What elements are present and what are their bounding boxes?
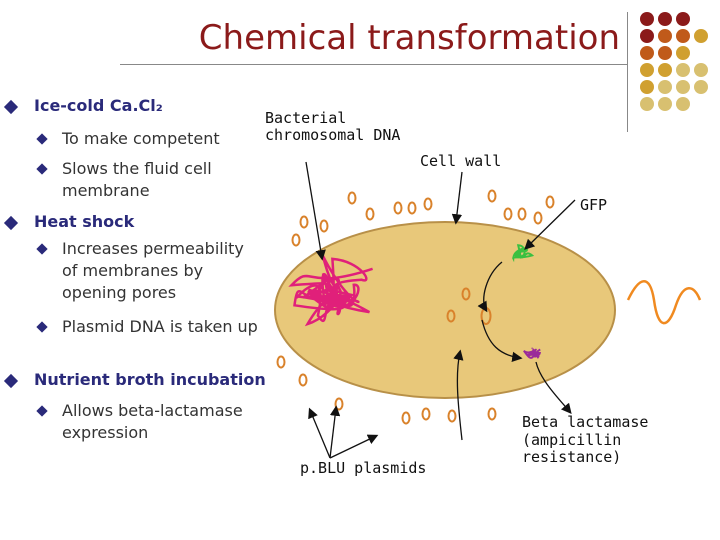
decorative-dot <box>694 29 708 43</box>
sub-bullet-text: To make competent <box>62 129 220 148</box>
decorative-dot <box>676 97 690 111</box>
decorative-dot <box>640 80 654 94</box>
title-vertical-divider <box>627 12 628 132</box>
plasmid-ring <box>291 233 301 247</box>
decorative-dot <box>676 80 690 94</box>
plasmid-ring <box>533 211 543 225</box>
plasmid-ring <box>421 407 431 421</box>
decorative-dot <box>658 46 672 60</box>
plasmid-ring <box>503 207 513 221</box>
decorative-dot <box>658 12 672 26</box>
protein-strand-icon <box>626 280 702 325</box>
decorative-dot <box>658 97 672 111</box>
plasmid-ring <box>319 219 329 233</box>
plasmid-ring <box>487 407 497 421</box>
plasmid-ring <box>423 197 433 211</box>
arrow-to-chromosome <box>305 161 326 261</box>
plasmid-ring <box>545 195 555 209</box>
label-chromosomal-dna: Bacterial chromosomal DNA <box>265 109 401 144</box>
decorative-dot <box>640 63 654 77</box>
decorative-dot <box>694 80 708 94</box>
label-ampicillin-resistance: (ampicillin resistance) <box>522 431 622 466</box>
arrow-to-beta-lactamase-label <box>535 361 572 414</box>
arrow-to-gfp <box>524 199 576 250</box>
arrow-plasmids-3 <box>329 434 379 459</box>
chromosomal-dna-tangle <box>288 255 373 327</box>
plasmid-ring <box>298 373 308 387</box>
decorative-dot <box>676 46 690 60</box>
arrow-plasmids-2 <box>329 405 341 459</box>
bullet-text: Nutrient broth incubation <box>34 370 266 389</box>
arrow-plasmid-entry <box>453 349 464 441</box>
beta-lactamase-protein-icon <box>523 347 541 359</box>
decorative-dot <box>658 80 672 94</box>
plasmid-ring <box>447 409 457 423</box>
sub-bullet-text: Plasmid DNA is taken up <box>62 317 258 336</box>
plasmid-ring <box>517 207 527 221</box>
decorative-dot <box>676 63 690 77</box>
decorative-dot <box>694 63 708 77</box>
gfp-protein-icon <box>512 244 535 263</box>
bullet-text: Ice-cold Ca.Cl₂ <box>34 96 163 115</box>
label-beta-lactamase: Beta lactamase <box>522 413 649 431</box>
title-divider <box>120 64 628 65</box>
arrow-plasmids-1 <box>308 407 331 459</box>
label-gfp: GFP <box>580 196 608 214</box>
page-title: Chemical transformation <box>198 18 620 58</box>
plasmid-ring <box>393 201 403 215</box>
decorative-dot <box>640 46 654 60</box>
plasmid-ring <box>347 191 357 205</box>
decorative-dot <box>640 12 654 26</box>
sub-bullet-text: Slows the fluid cell membrane <box>62 159 212 200</box>
arrow-plasmid-to-bla <box>481 319 523 362</box>
bullet-text: Heat shock <box>34 212 135 231</box>
plasmid-ring <box>401 411 411 425</box>
decorative-dot <box>658 63 672 77</box>
decorative-dot <box>658 29 672 43</box>
decorative-dot <box>640 29 654 43</box>
label-pblu-plasmids: p.BLU plasmids <box>300 459 427 477</box>
arrow-gfp-to-plasmid <box>477 261 503 313</box>
decorative-dot <box>640 97 654 111</box>
plasmid-ring <box>487 189 497 203</box>
plasmid-ring <box>446 309 456 323</box>
plasmid-ring <box>276 355 286 369</box>
decorative-dot <box>676 12 690 26</box>
arrow-to-cell-wall <box>451 171 463 225</box>
decorative-dot <box>676 29 690 43</box>
sub-bullet-text: Allows beta-lactamase expression <box>62 401 243 442</box>
label-cell-wall: Cell wall <box>420 152 502 170</box>
plasmid-ring <box>365 207 375 221</box>
plasmid-ring <box>299 215 309 229</box>
plasmid-ring <box>407 201 417 215</box>
sub-bullet-text: Increases permeability of membranes by o… <box>62 239 244 302</box>
plasmid-ring <box>334 397 344 411</box>
plasmid-ring <box>461 287 471 301</box>
